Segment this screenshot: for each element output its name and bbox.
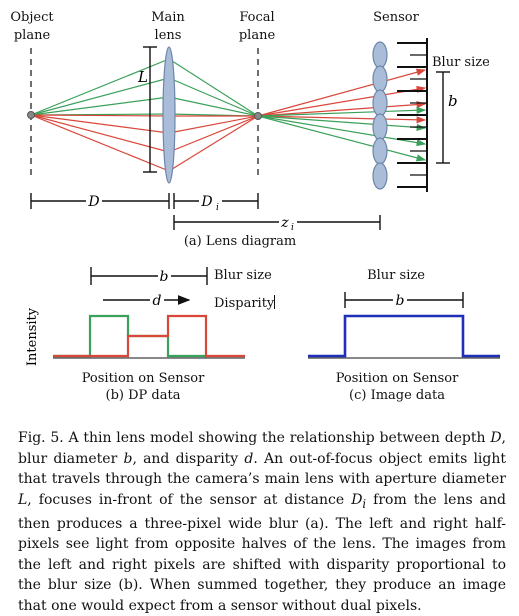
dp-d-label: d — [153, 293, 162, 309]
zi-dimension — [173, 215, 381, 230]
depth-Di-label: D — [200, 194, 212, 210]
sensor-pixels — [397, 38, 428, 192]
depth-D-label: D — [87, 194, 99, 210]
dp-red-signal — [53, 314, 245, 358]
figure-caption: Fig. 5. A thin lens model showing the re… — [18, 430, 507, 614]
main-lens-label: Main lens — [151, 10, 185, 43]
dp-xlabel: Position on Sensor — [81, 371, 205, 386]
blur-size-label-a: Blur size — [432, 55, 490, 70]
zi-label: z — [280, 215, 289, 231]
dp-plot: Intensity b d — [25, 267, 245, 366]
depth-Di-sub: i — [216, 203, 219, 213]
dp-b-label: b — [160, 269, 169, 285]
image-plot: b — [308, 292, 500, 359]
image-blur-size-label: Blur size — [367, 268, 425, 283]
caption-c: (c) Image data — [349, 388, 445, 403]
dp-disparity-label: Disparity — [214, 295, 276, 311]
object-plane-label: Object plane — [10, 10, 54, 43]
dp-green-signal — [53, 314, 207, 358]
focal-point — [254, 112, 262, 120]
image-xlabel: Position on Sensor — [335, 371, 459, 386]
sensor-microlenses — [372, 41, 388, 190]
caption-a: (a) Lens diagram — [183, 234, 297, 249]
zi-sub: i — [291, 223, 294, 233]
focal-plane-label: Focal plane — [238, 10, 276, 43]
depth-dimensions — [30, 193, 259, 209]
blur-b-label: b — [448, 92, 458, 110]
lens-diagram: L b — [27, 38, 458, 233]
main-lens-shape — [162, 46, 176, 184]
dp-blur-size-label: Blur size — [214, 268, 272, 283]
image-b-label: b — [396, 293, 405, 309]
dp-b-dimension — [90, 267, 208, 285]
blur-dimension — [436, 71, 450, 164]
aperture-label: L — [137, 68, 148, 86]
sensor-pixel-dividers — [410, 54, 427, 176]
object-point — [27, 111, 35, 119]
caption-b: (b) DP data — [105, 388, 181, 403]
sensor-label: Sensor — [373, 10, 419, 25]
rays-object-to-lens — [30, 58, 170, 172]
image-blue-signal — [308, 314, 500, 358]
rays-focus-to-sensor — [257, 68, 427, 162]
rays-lens-to-focus — [168, 58, 259, 172]
dp-ylabel: Intensity — [25, 307, 40, 366]
image-b-dimension — [344, 292, 464, 308]
aperture-dimension — [143, 46, 157, 173]
